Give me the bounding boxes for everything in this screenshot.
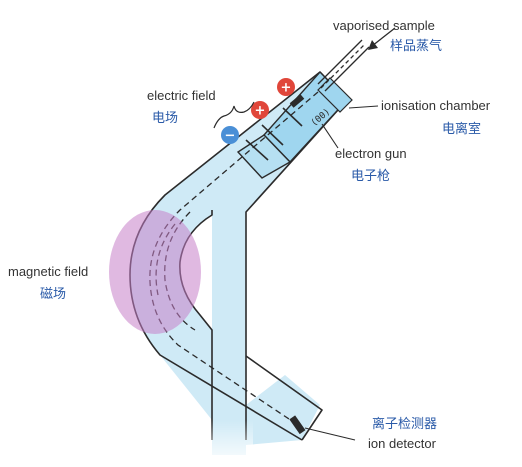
ionisation-chamber-box bbox=[317, 77, 353, 113]
svg-text:magnetic field: magnetic field bbox=[8, 264, 88, 279]
label-magnetic-field: magnetic field 磁场 bbox=[8, 264, 88, 302]
svg-text:electric field: electric field bbox=[147, 88, 216, 103]
magnetic-field-region bbox=[109, 210, 201, 334]
field-plate-1 bbox=[282, 107, 303, 127]
label-vaporised-sample: vaporised sample 样品蒸气 bbox=[333, 18, 442, 54]
svg-text:电离室: 电离室 bbox=[442, 121, 481, 137]
field-plate-3 bbox=[245, 139, 269, 161]
svg-text:ionisation chamber: ionisation chamber bbox=[381, 98, 491, 113]
electric-field-brace bbox=[213, 101, 255, 129]
svg-text:+: + bbox=[255, 104, 266, 119]
svg-text:电场: 电场 bbox=[152, 111, 178, 126]
ionisation-chamber-region bbox=[236, 70, 353, 179]
svg-text:磁场: 磁场 bbox=[40, 287, 66, 302]
plate-positive-2: + bbox=[251, 101, 269, 119]
svg-text:电子枪: 电子枪 bbox=[351, 168, 390, 184]
filament bbox=[289, 94, 305, 108]
plate-negative: − bbox=[221, 126, 239, 144]
label-ionisation-chamber: ionisation chamber 电离室 bbox=[381, 98, 491, 137]
sample-inlet-pipe bbox=[317, 27, 396, 92]
svg-text:vaporised sample: vaporised sample bbox=[333, 18, 435, 33]
svg-text:electron gun: electron gun bbox=[335, 146, 407, 161]
svg-text:样品蒸气: 样品蒸气 bbox=[390, 38, 442, 54]
svg-text:+: + bbox=[281, 81, 292, 96]
svg-text:离子检测器: 离子检测器 bbox=[372, 416, 437, 432]
ion-detector-element bbox=[289, 415, 306, 435]
svg-text:−: − bbox=[225, 129, 236, 144]
leader-lines bbox=[304, 105, 379, 441]
plate-positive-1: + bbox=[277, 78, 295, 96]
label-electric-field: electric field 电场 bbox=[147, 88, 216, 126]
label-ion-detector: 离子检测器 ion detector bbox=[368, 416, 437, 451]
svg-text:ion detector: ion detector bbox=[368, 436, 437, 451]
label-electron-gun: electron gun 电子枪 bbox=[335, 146, 407, 184]
field-plate-2 bbox=[261, 124, 284, 146]
